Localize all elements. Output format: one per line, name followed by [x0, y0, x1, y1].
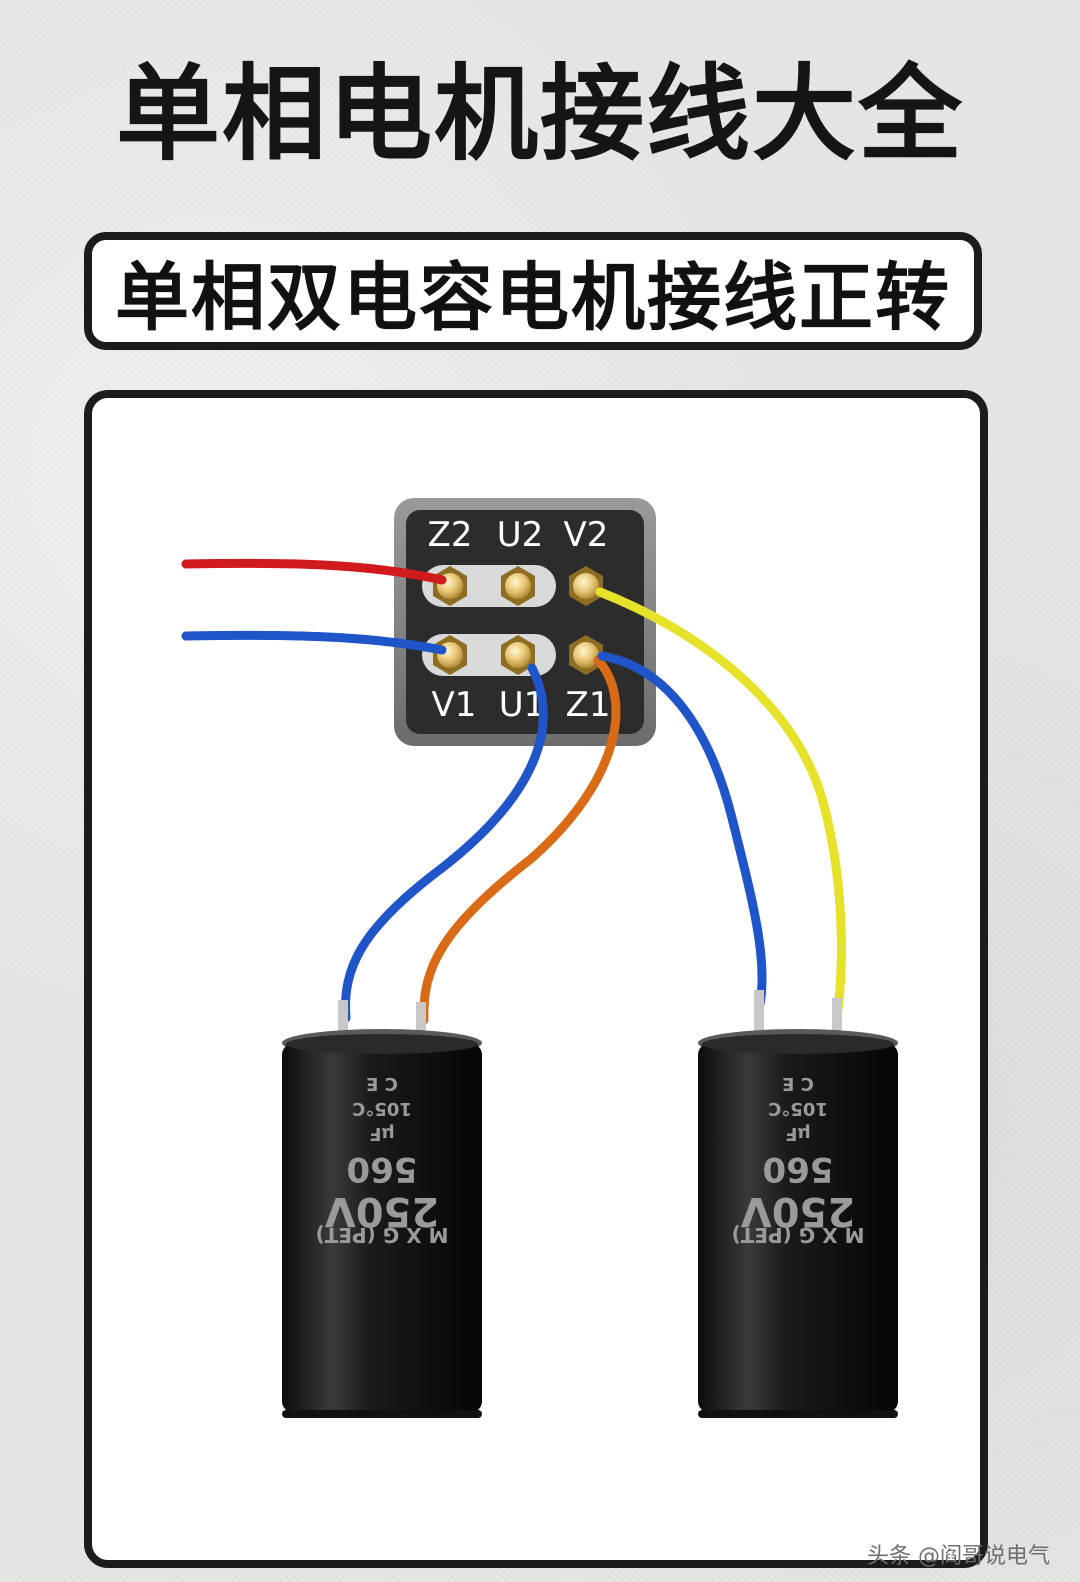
capacitor-2-lead-right: [832, 998, 842, 1038]
capacitor-2-capacitance: 560: [763, 1149, 834, 1189]
capacitor-1-series: M X G (PET): [316, 1223, 449, 1247]
blue-wire-supply: [181, 630, 447, 655]
capacitor-1-unit: μF: [369, 1123, 395, 1144]
terminal-label-v2: V2: [564, 515, 609, 555]
capacitor-1-capacitance: 560: [347, 1149, 418, 1189]
wiring-diagram-panel: Z2 U2 V2 V1 U1 Z1: [84, 390, 988, 1568]
orange-wire-z1-to-capacitor-1: [419, 655, 621, 1025]
capacitor-1-temp: 105°C: [352, 1098, 412, 1119]
red-wire-supply: [181, 558, 447, 585]
capacitor-2-unit: μF: [785, 1123, 811, 1144]
terminal-label-u2: U2: [497, 515, 544, 555]
capacitor-2-temp: 105°C: [768, 1098, 828, 1119]
capacitor-2-ce: C E: [782, 1073, 814, 1094]
subtitle-box: 单相双电容电机接线正转: [84, 232, 982, 350]
capacitor-2: 250V 560 μF M X G (PET) 105°C C E: [698, 990, 898, 1418]
terminal-z1: [569, 635, 603, 675]
terminal-u1: [501, 635, 535, 675]
capacitor-1-ce: C E: [366, 1073, 398, 1094]
blue-wire-u1-to-capacitor-1: [341, 663, 548, 1023]
blue-wire-z1-to-capacitor-2: [597, 651, 767, 1009]
capacitor-2-series: M X G (PET): [732, 1223, 865, 1247]
capacitor-1-lead-right: [416, 1002, 426, 1040]
capacitor-1-lead-left: [338, 1000, 348, 1040]
yellow-wire-v2-to-capacitor-2: [595, 587, 846, 1015]
capacitor-2-rating: 250V: [741, 1188, 855, 1234]
wiring-diagram: Z2 U2 V2 V1 U1 Z1: [181, 498, 898, 1418]
terminal-label-v1: V1: [432, 685, 477, 725]
terminal-block: Z2 U2 V2 V1 U1 Z1: [394, 498, 656, 746]
capacitor-2-lead-left: [754, 990, 764, 1038]
capacitor-1: 250V 560 μF M X G (PET) 105°C C E: [282, 1000, 482, 1418]
terminal-v2: [569, 566, 603, 606]
terminal-label-z2: Z2: [428, 515, 473, 555]
terminal-u2: [501, 566, 535, 606]
capacitor-1-rating: 250V: [325, 1188, 439, 1234]
page-title: 单相电机接线大全: [115, 53, 964, 175]
subtitle: 单相双电容电机接线正转: [115, 254, 951, 341]
terminal-label-z1: Z1: [566, 685, 611, 725]
watermark: 头条 @阎哥说电气: [867, 1544, 1050, 1569]
